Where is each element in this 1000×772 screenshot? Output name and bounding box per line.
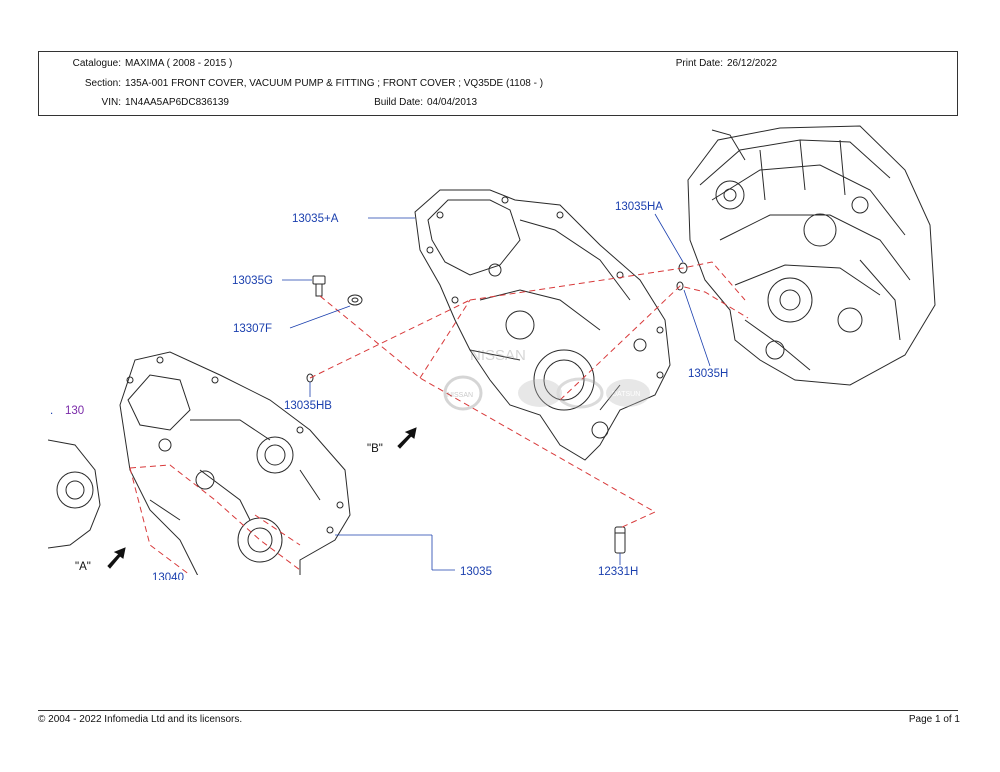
catalogue-row: Catalogue: MAXIMA ( 2008 - 2015 ) (39, 58, 233, 69)
catalogue-value: MAXIMA ( 2008 - 2015 ) (125, 58, 233, 69)
part-label-13035hb[interactable]: 13035HB (284, 400, 332, 412)
assembly-dashed-lines (129, 261, 749, 575)
nissan-logo-icon (443, 375, 483, 411)
part-label-130[interactable]: 130 (65, 405, 84, 417)
view-a-label: "A" (75, 561, 91, 573)
datsun-logo-icon (606, 379, 650, 407)
section-value: 135A-001 FRONT COVER, VACUUM PUMP & FITT… (125, 78, 544, 89)
bolt-13035g-illustration (312, 275, 326, 297)
print-date-label: Print Date: (675, 58, 723, 69)
part-label-13307f[interactable]: 13307F (233, 323, 272, 335)
front-cover-upper-illustration (414, 189, 671, 461)
part-label-12331h[interactable]: 12331H (598, 566, 638, 578)
infiniti-logo-icon (518, 379, 562, 407)
part-label-13035g[interactable]: 13035G (232, 275, 273, 287)
catalogue-label: Catalogue: (72, 58, 121, 69)
section-label: Section: (84, 78, 121, 89)
part-label-13040[interactable]: 13040 (152, 572, 184, 580)
vin-label: VIN: (101, 97, 121, 108)
washer-13307f-illustration (347, 294, 363, 306)
build-date-value: 04/04/2013 (427, 97, 478, 108)
nissan-watermark-text: NISSAN (470, 347, 526, 364)
dowel-13035h-illustration (676, 281, 684, 291)
engine-block-illustration (687, 125, 936, 386)
front-cover-lower-illustration (119, 351, 351, 575)
vin-value: 1N4AA5AP6DC836139 (125, 97, 229, 108)
vin-row: VIN: 1N4AA5AP6DC836139 (39, 97, 229, 108)
build-date-label: Build Date: (374, 97, 423, 108)
nissan-logo-text: NISSAN (447, 392, 473, 399)
parts-diagram: 13035+A 13035G 13307F 13035HB 13035HA 13… (0, 120, 1000, 580)
footer-divider (38, 710, 958, 711)
footer-copyright: © 2004 - 2022 Infomedia Ltd and its lice… (38, 714, 243, 725)
watermark-logos: NISSAN NISSAN DATSUN (443, 347, 650, 411)
swirl-logo-icon (556, 377, 604, 409)
footer-page-number: Page 1 of 1 (908, 714, 960, 725)
partial-left-part-illustration (48, 439, 101, 549)
part-label-13035h[interactable]: 13035H (688, 368, 728, 380)
part-label-dot: . (50, 405, 53, 417)
print-date-row: Print Date: 26/12/2022 (673, 58, 777, 69)
part-label-13035ha[interactable]: 13035HA (615, 201, 663, 213)
datsun-logo-text: DATSUN (612, 391, 640, 398)
parts-diagram-svg: 13035+A 13035G 13307F 13035HB 13035HA 13… (48, 125, 936, 580)
view-b-label: "B" (367, 443, 383, 455)
build-date-row: Build Date: 04/04/2013 (339, 97, 477, 108)
view-b-arrow-icon (397, 427, 417, 449)
part-label-13035-a[interactable]: 13035+A (292, 213, 339, 225)
part-label-13035[interactable]: 13035 (460, 566, 492, 578)
section-row: Section: 135A-001 FRONT COVER, VACUUM PUM… (39, 78, 543, 89)
stud-12331h-illustration (614, 526, 626, 554)
print-date-value: 26/12/2022 (727, 58, 778, 69)
dowel-13035ha-illustration (678, 262, 688, 274)
leader-lines (282, 213, 711, 571)
document-header: Catalogue: MAXIMA ( 2008 - 2015 ) Print D… (38, 51, 958, 116)
view-a-arrow-icon (107, 547, 126, 569)
